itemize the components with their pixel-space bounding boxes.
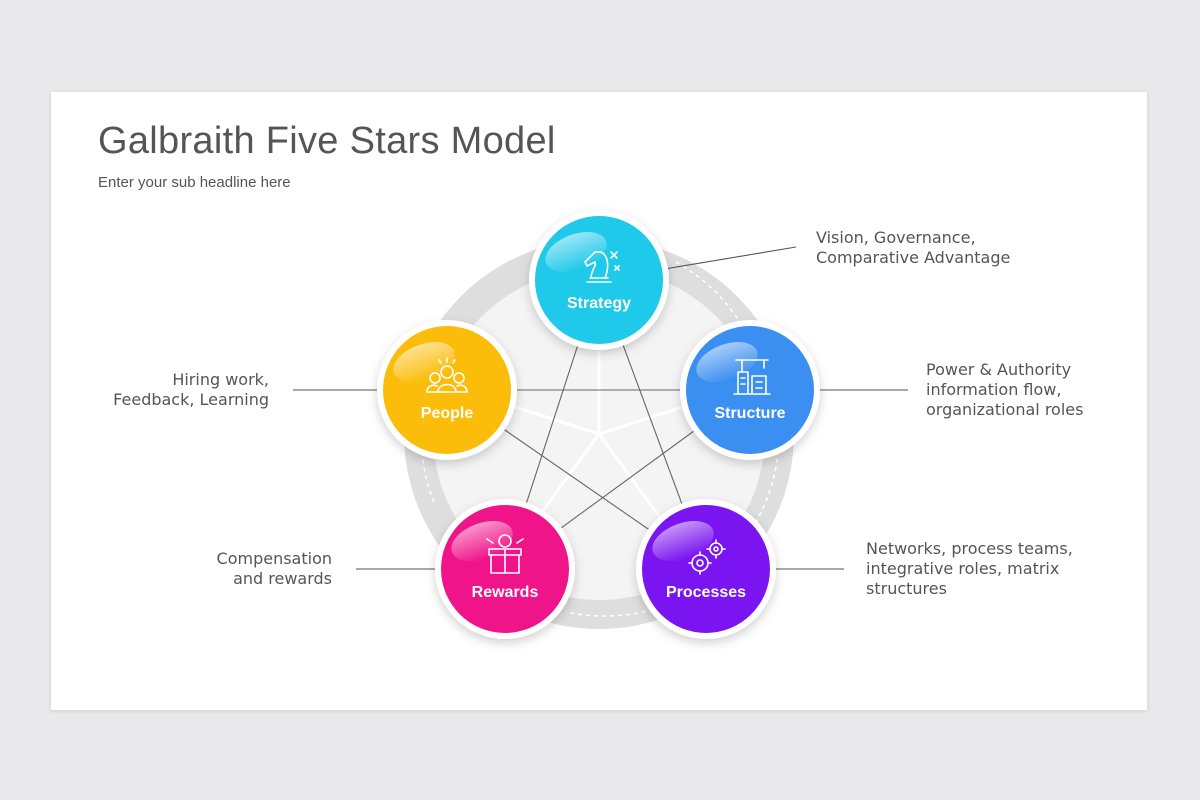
slide: Galbraith Five Stars Model Enter your su…	[51, 92, 1147, 710]
gift-box-icon	[486, 534, 524, 574]
chess-knight-icon	[584, 251, 620, 283]
node-label: Rewards	[472, 584, 539, 601]
node-rewards: Rewards	[435, 499, 575, 639]
node-label: People	[421, 405, 474, 422]
buildings-crane-icon	[733, 359, 771, 395]
gears-icon	[688, 539, 726, 575]
node-label: Structure	[714, 405, 785, 422]
team-people-icon	[426, 357, 468, 393]
slide-title: Galbraith Five Stars Model	[98, 120, 556, 162]
node-people: People	[377, 320, 517, 460]
description-strategy: Vision, Governance, Comparative Advantag…	[816, 228, 1011, 267]
node-structure: Structure	[680, 320, 820, 460]
description-people: Hiring work, Feedback, Learning	[113, 370, 269, 409]
node-label: Processes	[666, 584, 746, 601]
description-processes: Networks, process teams, integrative rol…	[866, 539, 1073, 598]
node-processes: Processes	[636, 499, 776, 639]
slide-subtitle: Enter your sub headline here	[98, 174, 291, 191]
node-strategy: Strategy	[529, 210, 669, 350]
description-structure: Power & Authority information flow, orga…	[926, 360, 1084, 419]
node-gloss	[393, 342, 455, 383]
description-rewards: Compensation and rewards	[216, 549, 332, 588]
node-gloss	[545, 232, 607, 273]
node-gloss	[652, 521, 714, 562]
node-gloss	[451, 521, 513, 562]
node-label: Strategy	[567, 295, 631, 312]
